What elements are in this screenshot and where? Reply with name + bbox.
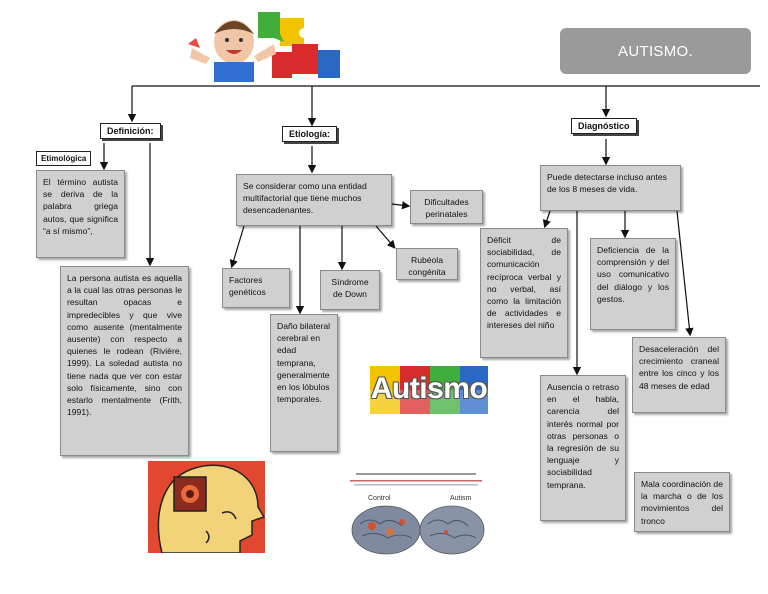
ausencia-habla-box: Ausencia o retraso en el habla, carencia… (540, 375, 626, 521)
persona-autista-box: La persona autista es aquella a la cual … (60, 266, 189, 456)
brain-autism-label: Autism (450, 495, 472, 502)
page-title: AUTISMO. (560, 28, 751, 74)
branch-diagnostico-label: Diagnóstico (571, 118, 637, 134)
mala-coordinacion-box: Mala coordinación de la marcha o de los … (634, 472, 730, 532)
multifactorial-box: Se considerar como una entidad multifact… (236, 174, 392, 226)
dano-cerebral-box: Daño bilateral cerebral en edad temprana… (270, 314, 338, 452)
puzzle-background (370, 366, 488, 414)
head-illustration (148, 461, 265, 553)
etimologica-label: Etimológica (36, 151, 92, 166)
branch-etiologia-label: Etiología: (282, 126, 337, 142)
autismo-logo-text: Autismo (370, 372, 488, 405)
child-puzzle-image (188, 8, 348, 82)
branch-definicion-label: Definición: (100, 123, 161, 139)
brain-header-text-lines (350, 473, 482, 486)
deficiencia-comprension-box: Deficiencia de la comprensión y del uso … (590, 238, 676, 330)
brain-comparison-image: Control Autism (346, 470, 486, 560)
deficit-sociabilidad-box: Déficit de sociabilidad, de comunicación… (480, 228, 568, 358)
desaceleracion-craneal-box: Desaceleración del crecimiento craneal e… (632, 337, 726, 413)
rubeola-congenita-box: Rubéola congénita (396, 248, 458, 280)
brain-control-label: Control (368, 495, 391, 502)
factores-geneticos-box: Factores genéticos (222, 268, 290, 308)
deteccion-temprana-box: Puede detectarse incluso antes de los 8 … (540, 165, 681, 211)
autismo-logo: Autismo (370, 366, 488, 414)
sindrome-down-box: Síndrome de Down (320, 270, 380, 310)
etimologica-box: El término autista se deriva de la palab… (36, 170, 125, 258)
dificultades-perinatales-box: Dificultades perinatales (410, 190, 483, 224)
brain-scans (351, 505, 485, 555)
